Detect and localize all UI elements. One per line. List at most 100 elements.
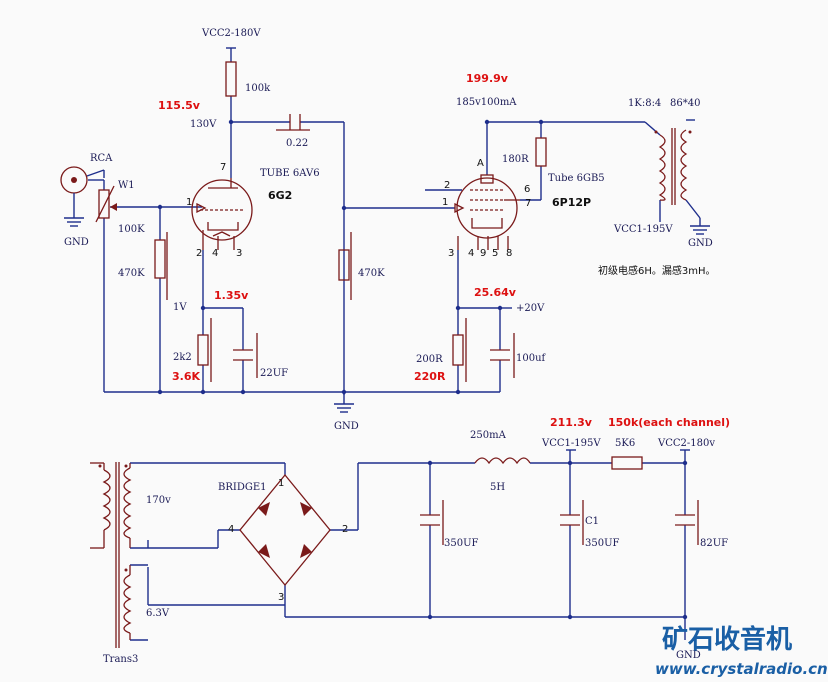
label-gnd-bottom: GND	[676, 650, 701, 661]
label-rca: RCA	[90, 153, 113, 164]
label-r-5k6: 5K6	[615, 438, 635, 449]
pin-t2-8: 8	[506, 248, 512, 259]
label-r-220: 220R	[414, 370, 446, 383]
label-v-1: 1V	[173, 302, 187, 313]
label-v-63: 6.3V	[146, 608, 170, 619]
label-v-2113: 211.3v	[550, 416, 593, 429]
output-transformer-icon	[654, 128, 692, 205]
label-v-20: +20V	[516, 303, 545, 314]
label-cap-022: 0.22	[286, 138, 308, 149]
label-tube1-sub: 6G2	[268, 189, 292, 202]
pin-br-3: 3	[278, 592, 284, 603]
label-vcc2-ps: VCC2-180v	[657, 438, 715, 449]
bridge-rectifier-icon	[239, 473, 331, 587]
label-tube2-sub: 6P12P	[552, 196, 591, 209]
label-xfmr-core: 86*40	[670, 98, 700, 109]
pin-t1-4: 4	[212, 248, 218, 259]
tube2-symbol	[454, 174, 520, 250]
pin-t2-2: 2	[444, 180, 450, 191]
label-gnd-mid: GND	[334, 421, 359, 432]
rca-jack-icon	[60, 166, 105, 218]
pin-t2-5: 5	[492, 248, 498, 259]
pin-t1-7: 7	[220, 162, 226, 173]
label-v-135: 1.35v	[214, 289, 249, 302]
label-r-200: 200R	[416, 354, 443, 365]
ps-wires	[130, 450, 686, 641]
mains-transformer-icon	[90, 462, 132, 648]
pin-t1-2: 2	[196, 248, 202, 259]
resistor-200r	[452, 334, 464, 366]
pin-t2-1: 1	[442, 197, 448, 208]
pin-t2-3: 3	[448, 248, 454, 259]
label-r-36k: 3.6K	[172, 370, 200, 383]
label-r-100k: 100k	[245, 83, 271, 94]
label-h-5: 5H	[490, 482, 505, 493]
label-r-470K-b: 470K	[358, 268, 385, 279]
pin-t2-7: 7	[525, 198, 531, 209]
label-v-130: 130V	[190, 119, 217, 130]
label-ma-250: 250mA	[470, 430, 507, 441]
label-tube2-name: Tube 6GB5	[548, 173, 605, 184]
label-w1: W1	[118, 180, 135, 191]
resistor-180r	[535, 137, 547, 167]
resistor-2k2	[197, 334, 209, 366]
pin-br-4: 4	[228, 524, 234, 535]
ground-icon-output	[690, 225, 710, 235]
label-c-350a: 350UF	[444, 538, 479, 549]
label-c1: C1	[585, 516, 599, 527]
label-vcc1-ps: VCC1-195V	[541, 438, 601, 449]
label-vcc1-out: VCC1-195V	[613, 224, 673, 235]
label-c-22uf: 22UF	[260, 368, 288, 379]
resistor-5k6	[611, 456, 643, 470]
ground-icon-rca	[64, 217, 84, 227]
label-c-350b: 350UF	[585, 538, 620, 549]
resistor-470k-b	[338, 249, 350, 281]
label-v-115: 115.5v	[158, 99, 201, 112]
label-op-185: 185v100mA	[456, 97, 517, 108]
junction-dots	[157, 119, 544, 395]
label-xfmr-ratio: 1K:8:4	[628, 98, 661, 109]
capacitor-350uf-c1	[560, 500, 584, 545]
label-v-199: 199.9v	[466, 72, 509, 85]
label-note-cn: 初级电感6H。漏感3mH。	[598, 264, 716, 277]
label-r-180: 180R	[502, 154, 529, 165]
capacitor-100uf	[490, 333, 515, 378]
pin-br-1: 1	[278, 478, 284, 489]
label-c-82: 82UF	[700, 538, 728, 549]
label-trans: Trans3	[103, 654, 138, 665]
label-v-2564: 25.64v	[474, 286, 517, 299]
label-r-100K: 100K	[118, 224, 145, 235]
pin-t2-A: A	[477, 158, 484, 169]
label-r-2k2: 2k2	[173, 352, 192, 363]
pin-t1-1: 1	[186, 197, 192, 208]
pin-t2-6: 6	[524, 184, 530, 195]
choke-5h-icon	[474, 457, 531, 465]
watermark-url: www.crystalradio.cn	[655, 660, 828, 678]
label-gnd1: GND	[64, 237, 89, 248]
pin-br-2: 2	[342, 524, 348, 535]
label-r-470K-a: 470K	[118, 268, 145, 279]
label-tube1-name: TUBE 6AV6	[260, 168, 320, 179]
ground-icon-mid	[334, 403, 354, 413]
label-gnd-out: GND	[688, 238, 713, 249]
ps-junction-dots	[427, 460, 688, 620]
capacitor-022	[276, 114, 310, 131]
preamp-wires	[88, 48, 701, 404]
capacitor-350uf-a	[420, 500, 444, 545]
tube1-symbol	[191, 178, 253, 250]
capacitor-22uf	[233, 333, 258, 378]
watermark-logo: 矿石收音机	[662, 624, 792, 655]
pin-t1-3: 3	[236, 248, 242, 259]
pin-t2-9: 9	[480, 248, 486, 259]
resistor-100k	[225, 61, 237, 97]
label-v-170: 170v	[146, 495, 171, 506]
resistor-470k-a	[154, 239, 166, 279]
label-bridge: BRIDGE1	[218, 482, 267, 493]
label-c-100uf: 100uf	[516, 353, 547, 364]
capacitor-82uf	[675, 500, 699, 545]
label-v-150k: 150k(each channel)	[608, 416, 730, 429]
label-vcc2-top: VCC2-180V	[201, 28, 261, 39]
potentiometer-w1	[95, 185, 117, 223]
pin-t2-4: 4	[468, 248, 474, 259]
